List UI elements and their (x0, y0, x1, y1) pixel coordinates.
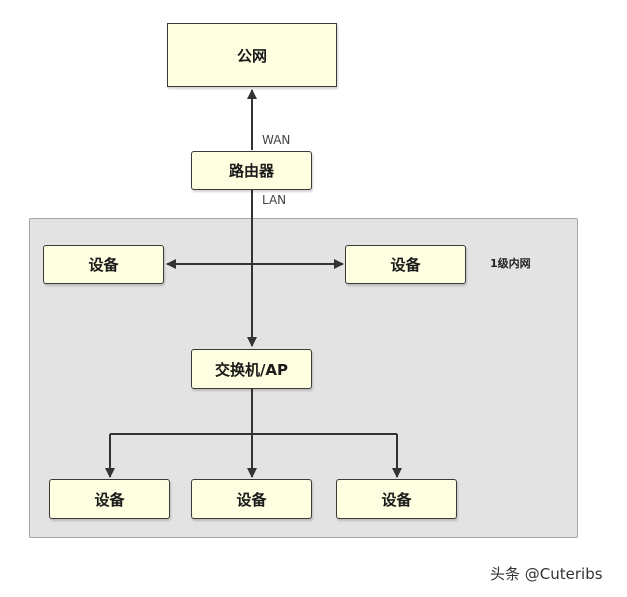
watermark: 头条 @Cuteribs (490, 565, 603, 583)
switch-node: 交换机/AP (191, 349, 312, 389)
public-network-node: 公网 (167, 23, 337, 87)
device-label: 设备 (88, 256, 119, 274)
wan-label: WAN (262, 133, 291, 147)
device-node-bottom-center: 设备 (191, 479, 312, 519)
device-node-left: 设备 (43, 245, 164, 284)
router-node: 路由器 (191, 151, 312, 190)
device-label: 设备 (390, 256, 421, 274)
device-label: 设备 (236, 490, 267, 509)
device-label: 设备 (381, 490, 412, 509)
device-node-bottom-left: 设备 (49, 479, 170, 519)
router-label: 路由器 (228, 162, 274, 180)
lan-label: LAN (262, 193, 287, 207)
device-node-right: 设备 (345, 245, 466, 284)
public-network-label: 公网 (236, 46, 267, 65)
device-label: 设备 (94, 490, 125, 509)
device-node-bottom-right: 设备 (336, 479, 457, 519)
zone-label: 1级内网 (490, 257, 531, 270)
switch-label: 交换机/AP (214, 360, 289, 379)
